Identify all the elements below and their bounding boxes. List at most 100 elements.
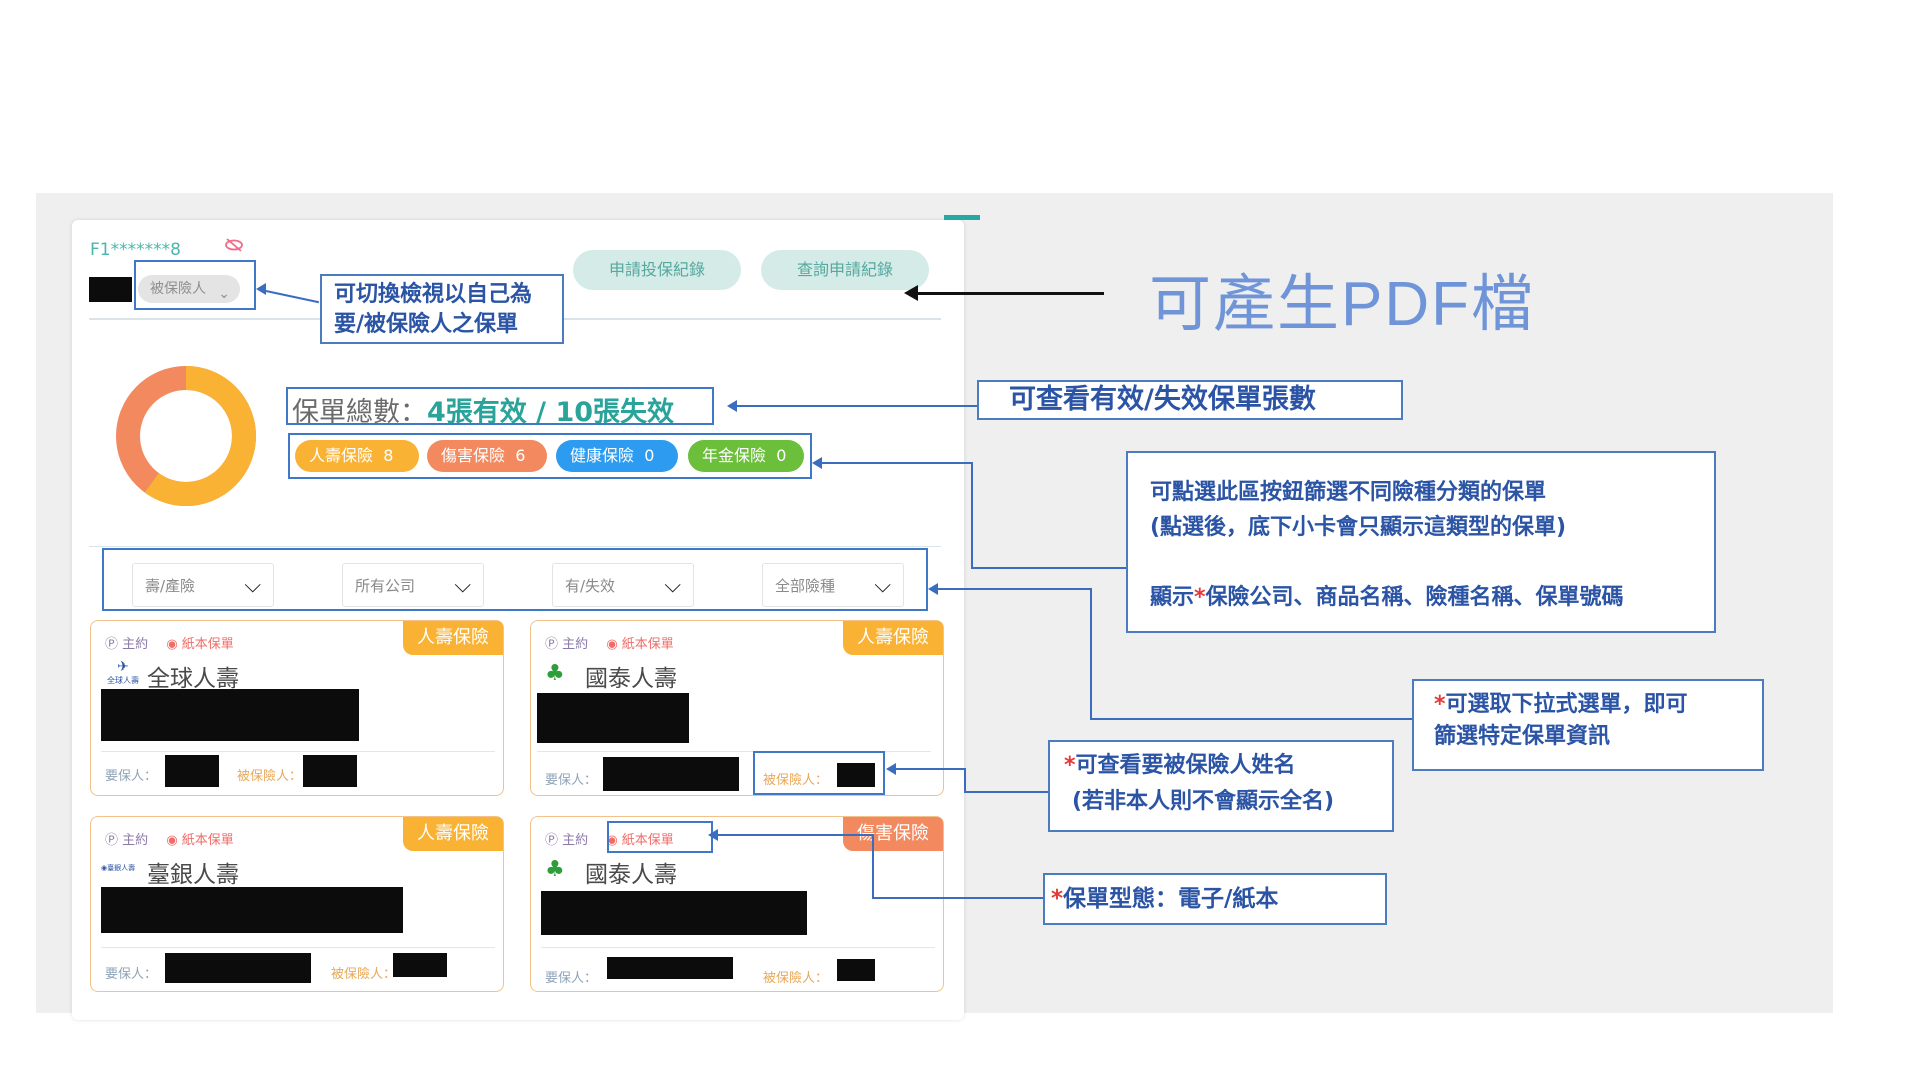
main-contract-icon: Ⓟ bbox=[105, 833, 119, 848]
paper-policy-label: 紙本保單 bbox=[181, 833, 234, 848]
note-line: 要/被保險人之保單 bbox=[334, 312, 519, 337]
arrow-line bbox=[718, 834, 874, 836]
redacted-applicant bbox=[607, 957, 733, 979]
insured-label: 被保險人： bbox=[331, 967, 397, 982]
category-note: 可點選此區按鈕篩選不同險種分類的保單 (點選後，底下小卡會只顯示這類型的保單) … bbox=[1126, 451, 1716, 633]
category-label: 傷害保險 bbox=[441, 446, 506, 465]
note-line: (若非本人則不會顯示全名) bbox=[1072, 789, 1335, 814]
category-label: 年金保險 bbox=[702, 446, 767, 465]
policy-type-note: *保單型態：電子/紙本 bbox=[1043, 873, 1387, 925]
pdf-arrow-line bbox=[914, 292, 1104, 295]
paper-policy-icon: ◉ bbox=[606, 637, 618, 652]
policy-card[interactable]: 傷害保險 Ⓟ 主約 ◉ 紙本保單 ♣ 國泰人壽 要保人： 被保險人： bbox=[530, 816, 944, 992]
card-meta: Ⓟ 主約 ◉ 紙本保單 bbox=[105, 633, 234, 652]
note-line: 可點選此區按鈕篩選不同險種分類的保單 bbox=[1150, 480, 1547, 505]
card-meta: Ⓟ 主約 ◉ 紙本保單 bbox=[105, 829, 234, 848]
insured-name-note: *可查看要被保險人姓名 (若非本人則不會顯示全名) bbox=[1048, 740, 1394, 832]
card-meta: Ⓟ 主約 ◉ 紙本保單 bbox=[545, 829, 674, 848]
arrow-head bbox=[256, 283, 266, 295]
connector-line bbox=[872, 834, 874, 898]
insured-highlight bbox=[753, 751, 885, 795]
policy-total-value: 4張有效 / 10張失效 bbox=[427, 397, 675, 428]
redacted-policy-info bbox=[537, 693, 689, 743]
main-contract-label: 主約 bbox=[122, 833, 149, 848]
applicant-label: 要保人： bbox=[545, 971, 598, 986]
note-line: *可查看要被保險人姓名 bbox=[1064, 748, 1392, 784]
redacted-policy-info bbox=[541, 891, 807, 935]
chevron-down-icon: ⌄ bbox=[218, 286, 230, 302]
note-line: 篩選特定保單資訊 bbox=[1434, 724, 1611, 749]
filter-life-property[interactable]: 壽/產險 ⌵ bbox=[132, 563, 274, 607]
chevron-down-icon: ⌵ bbox=[874, 573, 891, 598]
note-text: 保單型態：電子/紙本 bbox=[1063, 886, 1279, 912]
chevron-down-icon: ⌵ bbox=[454, 573, 471, 598]
role-select[interactable]: 被保險人 ⌄ bbox=[138, 275, 240, 303]
query-record-button[interactable]: 查詢申請紀錄 bbox=[761, 250, 929, 290]
redacted-applicant bbox=[603, 757, 739, 791]
company-name: 全球人壽 bbox=[147, 666, 239, 692]
category-label: 人壽保險 bbox=[309, 446, 374, 465]
card-divider bbox=[101, 947, 495, 948]
arrow-line bbox=[737, 405, 977, 407]
filter-validity[interactable]: 有/失效⌵ bbox=[552, 563, 694, 607]
note-text: 可選取下拉式選單，即可 bbox=[1445, 692, 1688, 717]
chevron-down-icon: ⌵ bbox=[244, 573, 261, 598]
category-highlight bbox=[288, 433, 812, 479]
arrow-head bbox=[928, 583, 938, 595]
category-count: 0 bbox=[644, 446, 655, 465]
redacted-applicant bbox=[165, 953, 311, 983]
dropdown-note: *可選取下拉式選單，即可 篩選特定保單資訊 bbox=[1412, 679, 1764, 771]
arrow-head bbox=[886, 763, 896, 775]
teal-accent-bar bbox=[944, 215, 980, 220]
applicant-label: 要保人： bbox=[545, 773, 598, 788]
company-logo: ◉臺銀人壽 bbox=[101, 863, 135, 873]
redacted-policy-info bbox=[101, 887, 403, 933]
policy-total: 保單總數：4張有效 / 10張失效 bbox=[292, 390, 674, 429]
redacted-insured bbox=[837, 763, 875, 787]
logo-text: 臺銀人壽 bbox=[107, 864, 136, 872]
filter-value: 全部險種 bbox=[775, 577, 836, 595]
note-text: 可查看要被保險人姓名 bbox=[1075, 753, 1296, 778]
connector-line bbox=[1090, 588, 1092, 719]
policy-card[interactable]: 人壽保險 Ⓟ 主約 ◉ 紙本保單 ◉臺銀人壽 臺銀人壽 要保人： 被保險人： bbox=[90, 816, 504, 992]
tree-logo-icon: ♣ bbox=[545, 661, 565, 686]
connector-line bbox=[964, 768, 966, 792]
paper-policy-label: 紙本保單 bbox=[621, 833, 674, 848]
filter-company[interactable]: 所有公司⌵ bbox=[342, 563, 484, 607]
category-accident-button[interactable]: 傷害保險 6 bbox=[427, 440, 547, 472]
card-type-tag: 人壽保險 bbox=[403, 817, 503, 851]
company-name: 國泰人壽 bbox=[585, 666, 677, 692]
category-annuity-button[interactable]: 年金保險 0 bbox=[688, 440, 804, 472]
company-name: 臺銀人壽 bbox=[147, 862, 239, 888]
policy-card[interactable]: 人壽保險 Ⓟ 主約 ◉ 紙本保單 ♣ 國泰人壽 要保人： 被保險人： bbox=[530, 620, 944, 796]
policy-total-label: 保單總數： bbox=[292, 397, 427, 428]
policy-donut-chart bbox=[116, 366, 256, 506]
policy-total-highlight bbox=[286, 387, 714, 425]
donut-segment-life bbox=[116, 366, 256, 506]
hide-eye-icon[interactable] bbox=[224, 238, 244, 252]
company-name: 國泰人壽 bbox=[585, 862, 677, 888]
paper-policy-label: 紙本保單 bbox=[621, 637, 674, 652]
apply-record-button[interactable]: 申請投保紀錄 bbox=[573, 250, 741, 290]
asterisk: * bbox=[1051, 886, 1064, 912]
main-contract-label: 主約 bbox=[562, 637, 589, 652]
paper-policy-highlight bbox=[607, 821, 713, 853]
card-divider bbox=[101, 751, 495, 752]
filter-value: 壽/產險 bbox=[145, 577, 196, 595]
logo-mark: ◉ bbox=[101, 864, 108, 872]
paper-policy-icon: ◉ bbox=[606, 833, 618, 848]
policy-card[interactable]: 人壽保險 Ⓟ 主約 ◉ 紙本保單 ✈全球人壽 全球人壽 要保人： 被保險人： bbox=[90, 620, 504, 796]
category-life-button[interactable]: 人壽保險 8 bbox=[295, 440, 419, 472]
connector-line bbox=[971, 567, 1126, 569]
pdf-arrow-head bbox=[904, 285, 918, 301]
filter-insurance-type[interactable]: 全部險種 ⌵ bbox=[762, 563, 904, 607]
filter-divider bbox=[89, 546, 941, 547]
note-line: 顯示*保險公司、商品名稱、險種名稱、保單號碼 bbox=[1150, 580, 1714, 615]
category-health-button[interactable]: 健康保險 0 bbox=[556, 440, 678, 472]
connector-line bbox=[872, 897, 1043, 899]
paper-policy-icon: ◉ bbox=[166, 637, 178, 652]
note-line: *可選取下拉式選單，即可 bbox=[1434, 689, 1762, 721]
main-contract-label: 主約 bbox=[122, 637, 149, 652]
role-select-highlight bbox=[134, 260, 256, 310]
filter-highlight bbox=[102, 548, 928, 611]
